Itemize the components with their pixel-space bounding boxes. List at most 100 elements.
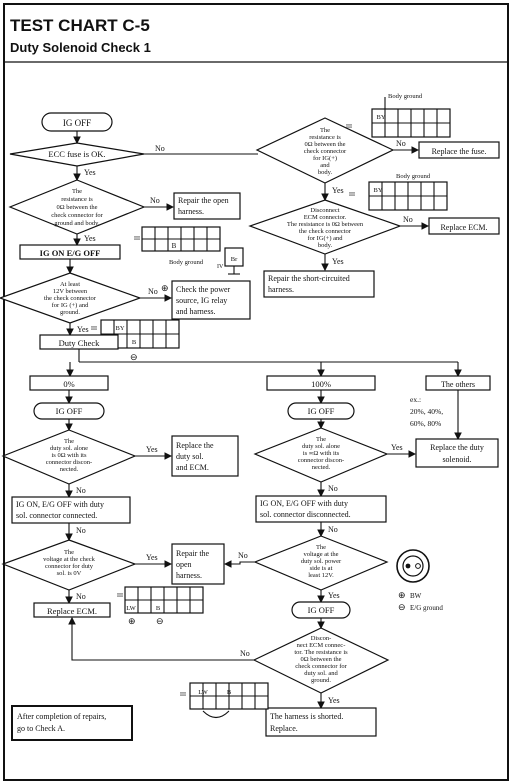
svg-text:connector discon-: connector discon- <box>46 459 92 466</box>
replace-duty-sol-line1: Replace the duty <box>430 443 484 452</box>
footer-note-line1: After completion of repairs, <box>17 712 106 721</box>
disconnect-ecm-text: Disconnect ECM connector. The resistance… <box>287 207 364 249</box>
check-connector-1: B <box>141 226 221 252</box>
replace-ecm-top-label: Replace ECM. <box>440 223 487 232</box>
harness-shorted-line2: Replace. <box>270 724 298 733</box>
ig-on-disconnected-box <box>255 495 387 523</box>
replace-duty-ecm-box <box>171 435 239 477</box>
ig-on-connected-line2: sol. connector connected. <box>16 511 97 520</box>
roman-iii-label-5: III <box>117 593 123 599</box>
svg-text:for IG(+) and: for IG(+) and <box>307 235 343 242</box>
svg-text:12V between: 12V between <box>53 288 88 295</box>
hundred-voltage-text: The voltage at the duty sol. power side … <box>301 544 342 579</box>
volt-yes-label: Yes <box>77 325 89 334</box>
resistance-ground-text: The resistance is 0Ω between the check c… <box>51 188 103 227</box>
ig-on-connected-line1: IG ON, E/G OFF with duty <box>16 500 104 509</box>
repair-short-line1: Repair the short-circuited <box>268 274 350 283</box>
svg-text:for IG (+) and: for IG (+) and <box>52 302 89 309</box>
hundred-disconnect-yes-label: Yes <box>328 696 340 705</box>
resist-ig-yes-label: Yes <box>332 186 344 195</box>
voltage-ig-text: At least 12V between the check connector… <box>44 281 97 316</box>
svg-text:duty sol. alone: duty sol. alone <box>302 443 340 450</box>
svg-text:B: B <box>227 689 232 696</box>
repair-open-line2: harness. <box>178 207 204 216</box>
roman-iv-label: IV <box>217 264 224 270</box>
svg-text:sol. is 0V: sol. is 0V <box>57 570 82 577</box>
replace-duty-ecm-line3: and ECM. <box>176 463 209 472</box>
zero-voltage-text: The voltage at the check connector for d… <box>43 549 96 577</box>
zero-duty-alone-text: The duty sol. alone is 0Ω with its conne… <box>46 438 92 473</box>
repair-short-box <box>263 270 375 298</box>
svg-text:body.: body. <box>318 169 333 176</box>
svg-text:BY: BY <box>115 325 124 332</box>
minus-symbol-1: ⊖ <box>130 352 138 362</box>
svg-text:nected.: nected. <box>60 466 79 473</box>
ecc-fuse-label: ECC fuse is OK. <box>48 149 105 159</box>
svg-text:check connector: check connector <box>304 148 347 155</box>
svg-text:LW: LW <box>126 605 136 612</box>
svg-text:connector discon-: connector discon- <box>298 457 344 464</box>
disconnect-ecm-no-label: No <box>403 215 413 224</box>
svg-text:check connector for: check connector for <box>295 663 347 670</box>
svg-text:B: B <box>156 605 161 612</box>
br-connector: Br <box>224 247 244 275</box>
roman-iii-label-3: III <box>346 124 352 130</box>
page-subtitle: Duty Solenoid Check 1 <box>10 40 151 55</box>
plus-symbol-1: ⊕ <box>161 283 169 293</box>
hundred-ig-off-2-label: IG OFF <box>308 605 335 615</box>
hundred-disconnect-no-label: No <box>240 649 250 658</box>
replace-duty-sol-box <box>415 438 499 468</box>
svg-text:is 0Ω with its: is 0Ω with its <box>52 452 87 459</box>
svg-text:At least: At least <box>60 281 80 288</box>
hundred-voltage-no-label: No <box>238 551 248 560</box>
branch-hundred-label: 100% <box>311 379 331 389</box>
svg-text:BY: BY <box>373 187 382 194</box>
svg-text:The resistance is 0Ω between: The resistance is 0Ω between <box>287 221 364 228</box>
hundred-alone-yes-label: Yes <box>391 443 403 452</box>
zero-alone-yes-label: Yes <box>146 445 158 454</box>
svg-text:duty sol. and: duty sol. and <box>304 670 338 677</box>
svg-text:and: and <box>320 162 330 169</box>
hundred-duty-alone-text: The duty sol. alone is ∞Ω with its conne… <box>298 436 344 471</box>
svg-text:tor. The resistance is: tor. The resistance is <box>294 649 348 656</box>
svg-text:ground.: ground. <box>60 309 80 316</box>
replace-duty-sol-line2: solenoid. <box>442 455 471 464</box>
check-power-line2: source, IG relay <box>176 296 227 305</box>
svg-text:B: B <box>132 339 137 346</box>
svg-text:BY: BY <box>376 114 385 121</box>
svg-text:least 12V.: least 12V. <box>308 572 334 579</box>
round-connector-icon <box>396 549 430 583</box>
svg-text:Br: Br <box>231 256 238 263</box>
zero-connected-no-label: No <box>76 526 86 535</box>
replace-fuse-label: Replace the fuse. <box>432 147 487 156</box>
example-values-2: 60%, 80% <box>410 419 441 428</box>
svg-text:0Ω between the: 0Ω between the <box>57 204 98 211</box>
replace-duty-ecm-line2: duty sol. <box>176 452 204 461</box>
zero-voltage-no-label: No <box>76 592 86 601</box>
repair-open-harness-line1: Repair the <box>176 549 210 558</box>
branch-others-label: The others <box>441 380 475 389</box>
ig-on-disconnected-line1: IG ON, E/G OFF with duty <box>260 499 348 508</box>
roman-iii-label-4: III <box>349 192 355 198</box>
svg-text:connector for duty: connector for duty <box>45 563 94 570</box>
check-power-box <box>171 280 251 320</box>
svg-text:0Ω between the: 0Ω between the <box>301 656 342 663</box>
hundred-alone-no-label: No <box>328 484 338 493</box>
check-power-line3: and harness. <box>176 307 216 316</box>
svg-text:the check connector: the check connector <box>299 228 352 235</box>
repair-open-line1: Repair the open <box>178 196 229 205</box>
duty-sol-connector-1: LW B <box>124 586 204 614</box>
volt-no-label: No <box>148 287 158 296</box>
replace-ecm-bottom-label: Replace ECM. <box>47 606 97 616</box>
svg-text:nected.: nected. <box>312 464 331 471</box>
example-label: ex.: <box>410 395 421 404</box>
hundred-disconnect-text: Discon- nect ECM connec- tor. The resist… <box>294 635 348 684</box>
ig-off-label: IG OFF <box>63 118 91 128</box>
roman-iii-label-2: III <box>91 326 97 332</box>
ig-on-eg-off-label: IG ON E/G OFF <box>40 248 101 258</box>
replace-ecm-box-top <box>428 217 500 235</box>
hundred-ig-off-label: IG OFF <box>308 406 335 416</box>
minus-symbol-3: ⊖ <box>398 602 406 612</box>
legend-bw: BW <box>410 592 422 600</box>
svg-text:voltage at the: voltage at the <box>303 551 338 558</box>
